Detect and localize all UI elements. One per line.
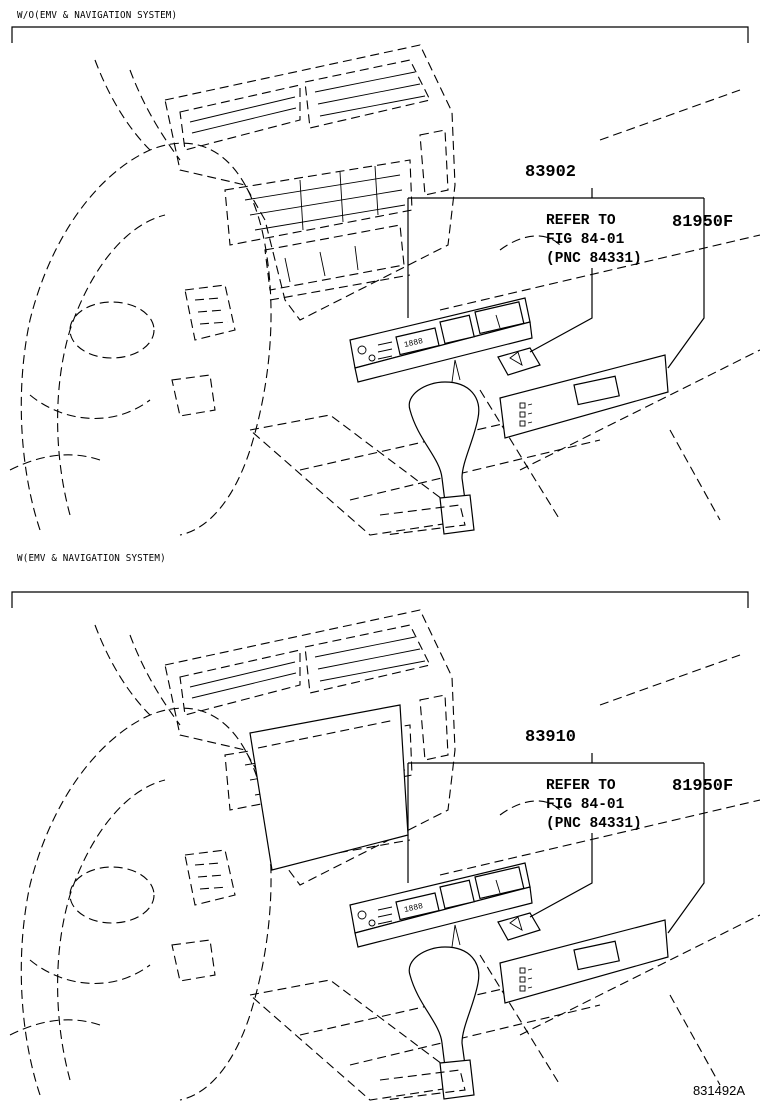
navigation-display <box>249 704 409 871</box>
refer-line-1: REFER TO <box>546 778 616 794</box>
section-title-with-nav: W(EMV & NAVIGATION SYSTEM) <box>17 553 166 564</box>
refer-line-3: (PNC 84331) <box>546 251 642 267</box>
section-title-without-nav: W/O(EMV & NAVIGATION SYSTEM) <box>17 10 178 21</box>
side-part-number-label: 81950F <box>672 777 734 796</box>
refer-line-2: FIG 84-01 <box>546 232 625 248</box>
refer-line-2: FIG 84-01 <box>546 797 625 813</box>
part-number-label: 83910 <box>525 728 577 747</box>
part-number-label: 83902 <box>525 163 577 182</box>
figure-id: 831492A <box>692 1083 745 1098</box>
side-part-number-label: 81950F <box>672 213 734 232</box>
refer-line-1: REFER TO <box>546 213 616 229</box>
refer-line-3: (PNC 84331) <box>546 816 642 832</box>
